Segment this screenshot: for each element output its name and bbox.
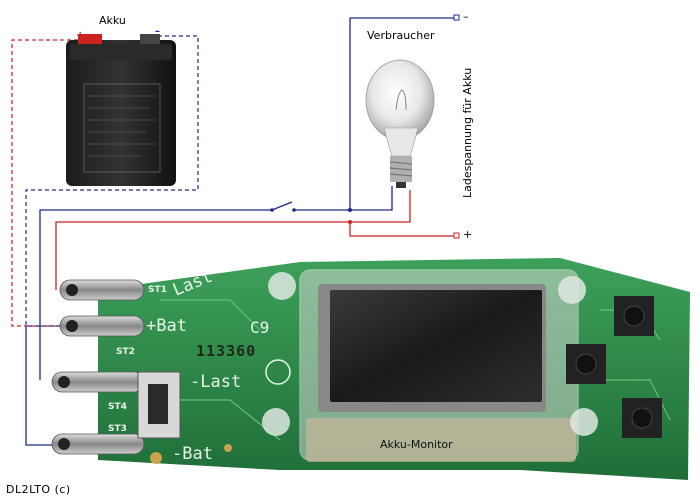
terminal-plus-label: + <box>463 228 473 241</box>
terminal-plus <box>453 232 460 239</box>
push-button-3 <box>622 398 662 438</box>
switch-contact <box>270 208 274 212</box>
battery-plus-sign: + <box>76 30 85 41</box>
pcb-label-minus-bat: -Bat <box>172 444 213 464</box>
charge-voltage-label: Ladespannung für Akku <box>461 67 474 198</box>
st2-label: ST2 <box>116 347 135 357</box>
st1-label: ST1 <box>148 285 167 295</box>
load-positive-wire <box>55 190 411 290</box>
monitor-label: Akku-Monitor <box>380 438 453 451</box>
terminal-minus <box>453 14 460 21</box>
st4-label: ST4 <box>108 402 127 412</box>
push-button-1 <box>614 296 654 336</box>
junction-dot <box>348 208 352 212</box>
battery-label: Akku <box>99 14 126 27</box>
push-button-2 <box>566 344 606 384</box>
junction-dot <box>348 220 352 224</box>
led-indicators <box>262 272 598 436</box>
battery-minus-sign: – <box>155 26 160 37</box>
solder-lug-last <box>59 279 145 301</box>
copyright-label: DL2LTO (c) <box>6 483 71 496</box>
battery-negative-bottom-wire <box>25 326 60 446</box>
battery-icon <box>66 34 176 186</box>
solder-lug-minus-last <box>51 371 145 393</box>
load-negative-wire-right <box>294 186 393 211</box>
battery-negative-wire <box>25 35 199 327</box>
pcb-serial-number: 113360 <box>196 342 257 360</box>
light-bulb-icon <box>365 59 435 188</box>
switch <box>271 201 293 211</box>
terminal-minus-label: – <box>463 10 469 23</box>
pcb-label-plus-bat: +Bat <box>146 316 187 336</box>
solder-lug-minus-bat <box>51 433 145 455</box>
charge-negative-wire <box>349 17 456 210</box>
st3-label: ST3 <box>108 424 127 434</box>
charge-positive-wire <box>349 222 456 237</box>
load-label: Verbraucher <box>367 29 435 42</box>
shunt-resistor-body <box>148 384 168 424</box>
load-negative-wire-left <box>39 209 272 380</box>
solder-lug-bat <box>59 315 145 337</box>
lcd-display <box>299 269 579 462</box>
pcb-label-minus-last: -Last <box>190 372 242 392</box>
pcb-label-c9: C9 <box>250 318 270 337</box>
